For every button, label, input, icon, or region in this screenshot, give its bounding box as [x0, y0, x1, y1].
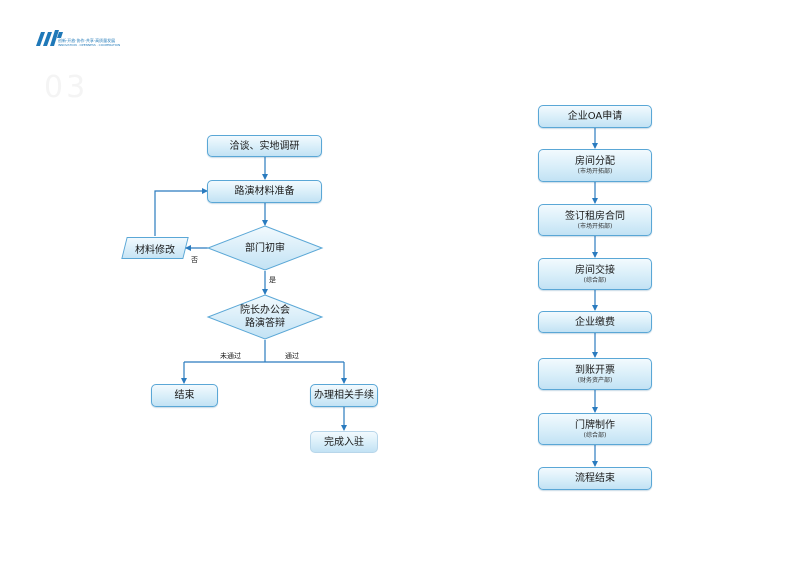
- section-number: 03: [44, 70, 89, 105]
- dept-review-diamond: [206, 225, 324, 271]
- president-meeting-label-1: 院长办公会: [240, 305, 290, 316]
- complete-label: 完成入驻: [324, 436, 364, 448]
- step-process-end: 流程结束: [538, 467, 652, 490]
- step-sign-lease: 签订租房合同 (市场开拓部): [538, 204, 652, 236]
- procedures-box: 办理相关手续: [310, 384, 378, 407]
- step-dept: (综合部): [583, 276, 607, 284]
- step-title: 到账开票: [575, 364, 615, 376]
- step-dept: (市场开拓部): [577, 222, 613, 230]
- negotiation-box: 洽谈、实地调研: [207, 135, 322, 157]
- president-meeting-label-2: 路演答辩: [245, 318, 285, 329]
- procedures-label: 办理相关手续: [314, 390, 374, 401]
- step-dept: (财务资产部): [577, 376, 613, 384]
- label-yes: 是: [269, 276, 276, 284]
- president-meeting-diamond: [206, 294, 324, 340]
- negotiation-label: 洽谈、实地调研: [229, 140, 300, 152]
- roadshow-prep-label: 路演材料准备: [234, 186, 295, 197]
- complete-box: 完成入驻: [310, 431, 378, 453]
- step-title: 房间分配: [575, 156, 615, 167]
- step-title: 企业缴费: [575, 316, 615, 328]
- label-passed: 通过: [285, 352, 299, 360]
- step-room-allocation: 房间分配 (市场开拓部): [538, 149, 652, 182]
- dept-review-label: 部门初审: [245, 243, 285, 254]
- label-not-passed: 未通过: [220, 352, 241, 360]
- logo: 创新·开放·协作·共享·高质量发展 INNOVATION · OPENNESS …: [34, 28, 124, 50]
- step-title: 房间交接: [575, 264, 615, 276]
- label-no: 否: [191, 256, 198, 264]
- end-label: 结束: [174, 390, 195, 401]
- step-dept: (综合部): [583, 431, 607, 439]
- logo-text-line1: 创新·开放·协作·共享·高质量发展: [58, 38, 116, 43]
- step-invoice: 到账开票 (财务资产部): [538, 358, 652, 390]
- step-payment: 企业缴费: [538, 311, 652, 333]
- arrow-revision-to-prep: [154, 188, 208, 236]
- roadshow-prep-box: 路演材料准备: [207, 180, 322, 203]
- step-doorplate: 门牌制作 (综合部): [538, 413, 652, 445]
- step-title: 流程结束: [575, 473, 615, 484]
- logo-mark-icon: [36, 30, 63, 46]
- end-box: 结束: [151, 384, 218, 407]
- step-title: 签订租房合同: [565, 210, 625, 222]
- step-room-handover: 房间交接 (综合部): [538, 258, 652, 290]
- step-oa-application: 企业OA申请: [538, 105, 652, 128]
- material-revision-box: 材料修改: [124, 237, 186, 259]
- material-revision-label: 材料修改: [135, 244, 175, 256]
- step-title: 企业OA申请: [567, 111, 623, 122]
- step-title: 门牌制作: [575, 419, 615, 431]
- logo-text-line2: INNOVATION · OPENNESS · COOPERATION: [58, 43, 121, 47]
- step-dept: (市场开拓部): [577, 168, 613, 175]
